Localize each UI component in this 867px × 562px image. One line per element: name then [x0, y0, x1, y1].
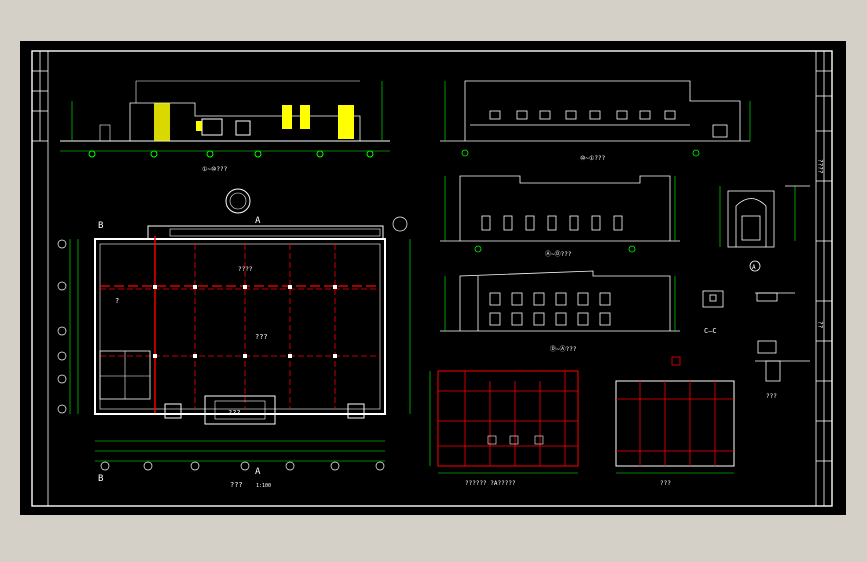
section-b-bottom: B: [98, 474, 103, 484]
plan-scale: 1:100: [256, 483, 271, 489]
title-block-text-2: ??: [817, 321, 824, 329]
section-a-bottom: A: [255, 467, 261, 477]
detail-label: ???: [766, 393, 777, 400]
left-title-strip: [32, 51, 49, 506]
plan-title: ???: [230, 481, 243, 489]
section-details: [671, 290, 810, 382]
right-title-block: [815, 51, 832, 506]
area-label: ????: [238, 266, 253, 273]
detail-a-label: A: [752, 264, 756, 271]
elevation-3-title: Ⓐ~Ⓓ???: [545, 250, 572, 258]
drawing-canvas[interactable]: ???? ?? ①~⑩???: [20, 41, 846, 515]
floor-plan: [57, 188, 411, 471]
cad-drawing: ???? ?? ①~⑩???: [31, 50, 833, 507]
elevation-1: [60, 80, 390, 158]
foundation-plan: [429, 370, 579, 474]
elevation-2-title: ⑩~①???: [580, 155, 606, 162]
title-block-text-1: ????: [817, 159, 824, 174]
elevation-4: [440, 270, 680, 332]
roof-structure-title: ???: [660, 480, 671, 487]
elevation-1-title: ①~⑩???: [202, 166, 228, 173]
elevation-4-title: Ⓓ~Ⓐ???: [550, 345, 577, 353]
room-label: ???: [228, 409, 241, 417]
elevation-2: [440, 80, 751, 157]
hall-label: ???: [255, 333, 268, 341]
sheet-border: [31, 50, 833, 507]
room-small-label: ?: [115, 297, 119, 305]
roof-structure-plan: [615, 380, 735, 474]
elevation-3: [440, 175, 680, 253]
section-b-top: B: [98, 221, 103, 231]
section-a-top: A: [255, 216, 261, 226]
section-cc-label: C—C: [704, 327, 717, 335]
foundation-title: ?????? ?A?????: [465, 480, 516, 487]
wall-detail: [719, 185, 810, 272]
